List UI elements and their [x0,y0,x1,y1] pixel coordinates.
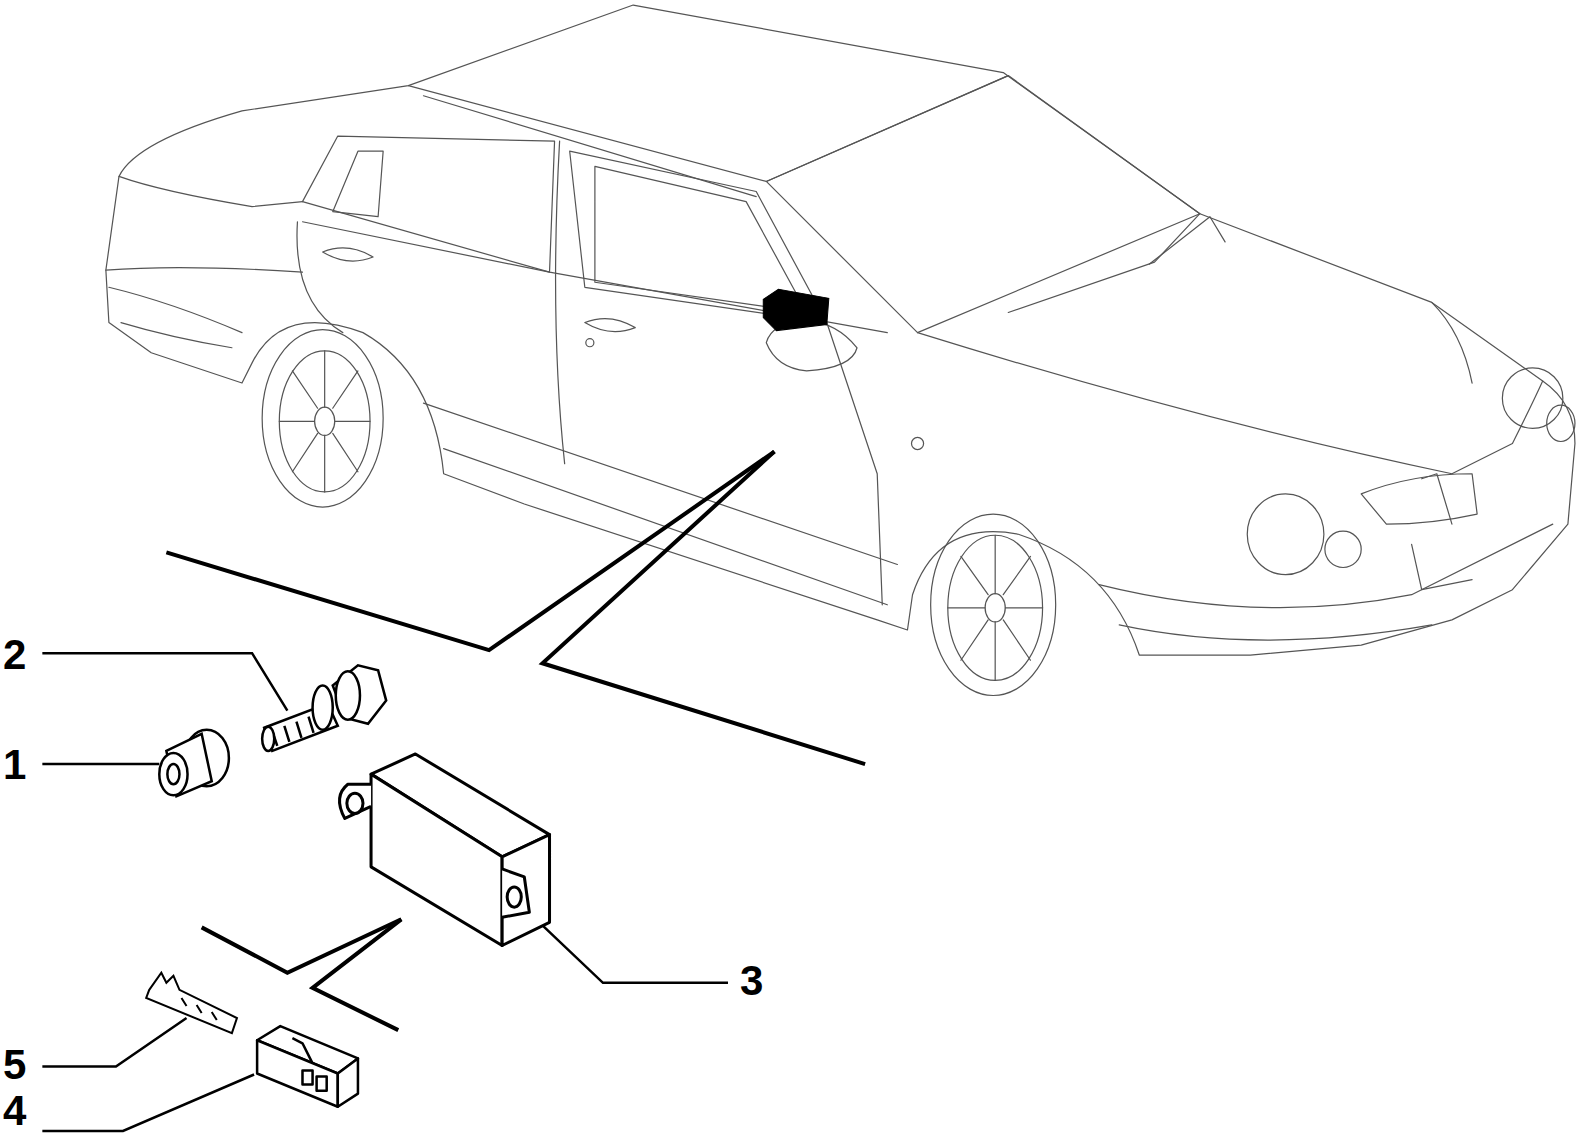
leader-lines [42,653,728,1131]
callout-number: 1 [3,744,26,786]
module-part [339,754,549,946]
terminal-part [146,973,237,1033]
connector-part [257,1026,358,1107]
bushing-part [159,730,229,797]
callout-number: 2 [3,634,26,676]
car-outline [106,5,1575,695]
zoom-lines [166,452,865,1031]
bolt-part [262,665,386,751]
callout-number: 4 [3,1090,26,1132]
module-location [763,289,829,330]
callout-number: 5 [3,1044,26,1086]
callout-number: 3 [740,960,763,1002]
